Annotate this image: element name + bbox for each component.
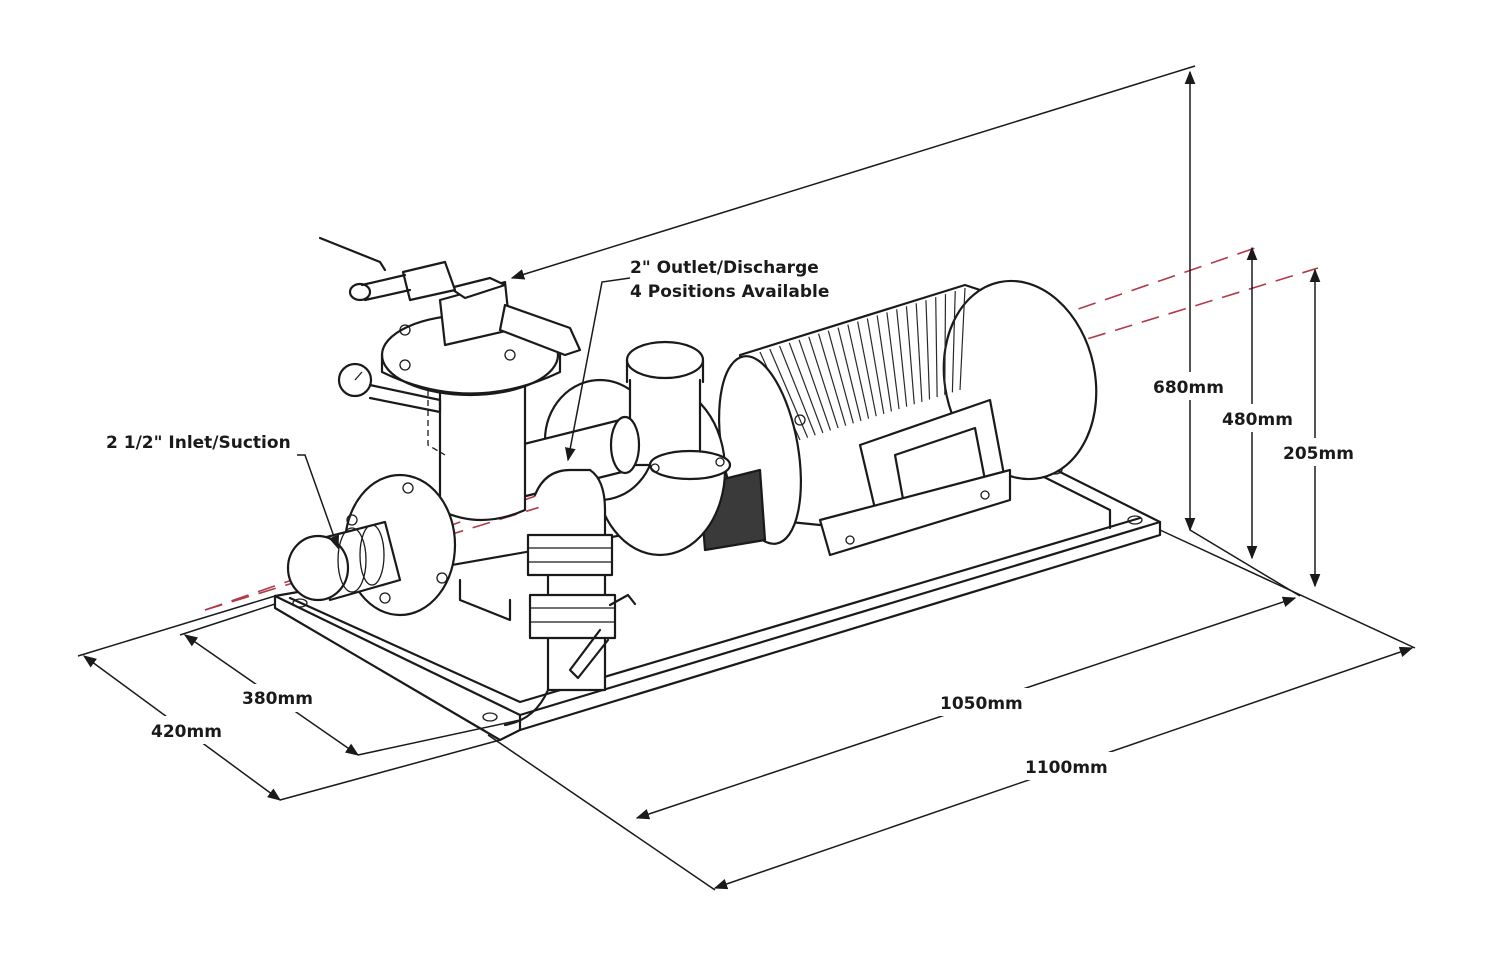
motor-fin bbox=[798, 339, 832, 431]
motor-fin bbox=[886, 312, 900, 410]
motor-fin bbox=[857, 321, 877, 417]
discharge-riser-top bbox=[625, 340, 705, 380]
text-labels: 2" Outlet/Discharge 4 Positions Availabl… bbox=[106, 258, 1354, 778]
motor-fin bbox=[959, 287, 966, 391]
motor-fin bbox=[925, 300, 931, 400]
dim-overall-height: 680mm bbox=[1153, 378, 1224, 398]
union-upper bbox=[526, 533, 614, 577]
motor-fin bbox=[769, 348, 809, 438]
motor-fin bbox=[935, 297, 938, 398]
inlet-flange-bolt bbox=[436, 572, 448, 584]
strainer-lid-rim bbox=[380, 353, 562, 395]
motor-fin bbox=[866, 318, 885, 414]
electric-motor bbox=[698, 279, 1098, 557]
label-bg bbox=[148, 716, 232, 744]
motor-fin bbox=[905, 306, 915, 405]
ball-valve-handle bbox=[318, 236, 387, 272]
dim-outer-width: 420mm bbox=[151, 722, 222, 742]
dim-outer-length: 1100mm bbox=[1025, 758, 1108, 778]
dim-inlet-height: 205mm bbox=[1283, 444, 1354, 464]
inlet-camlock-mouth bbox=[286, 534, 350, 602]
motor-fin bbox=[847, 324, 870, 419]
lid-bolt bbox=[399, 359, 411, 371]
base-frame-front-lip bbox=[273, 594, 522, 742]
flange-bolt bbox=[650, 463, 660, 473]
motor-cooling-fins bbox=[759, 287, 966, 441]
dim-inner-width: 380mm bbox=[242, 689, 313, 709]
flange-bolt bbox=[715, 457, 725, 467]
label-bg bbox=[1218, 404, 1302, 432]
motor-bolt bbox=[980, 490, 990, 500]
lid-bolt bbox=[399, 324, 411, 336]
lid-nut bbox=[448, 276, 507, 300]
valve-outlet bbox=[348, 282, 372, 302]
dim-outlet-height: 480mm bbox=[1222, 410, 1293, 430]
inlet-support-bracket bbox=[458, 578, 512, 622]
mount-hole bbox=[482, 712, 498, 722]
extension-line-front-inner bbox=[179, 603, 276, 636]
inlet-flange-bolt bbox=[379, 592, 391, 604]
inlet-flange-bolt bbox=[402, 482, 414, 494]
inlet-leader-line bbox=[297, 454, 340, 550]
outlet-label-line2: 4 Positions Available bbox=[630, 282, 829, 302]
motor-fin bbox=[827, 330, 854, 424]
motor-fin bbox=[817, 333, 847, 426]
callout-leaders bbox=[297, 277, 631, 550]
lid-valve-body bbox=[498, 303, 582, 357]
motor-bolt bbox=[794, 414, 806, 426]
extension-line-rear-inner bbox=[1189, 529, 1301, 597]
mount-hole bbox=[1127, 515, 1143, 525]
riser-flange bbox=[648, 449, 732, 481]
front-suction-pipe bbox=[503, 468, 637, 727]
motor-fin bbox=[788, 342, 824, 434]
label-bg bbox=[1020, 752, 1120, 780]
strainer-assembly bbox=[318, 236, 582, 522]
mount-hole bbox=[292, 598, 308, 608]
motor-fin bbox=[951, 291, 956, 393]
label-bg bbox=[238, 684, 322, 712]
label-bg bbox=[1150, 372, 1230, 400]
inlet-ring bbox=[359, 524, 385, 586]
inlet-ring bbox=[337, 527, 367, 593]
gauge-pipe bbox=[368, 383, 442, 414]
label-bg bbox=[1280, 438, 1362, 466]
dim-inner-length: 1050mm bbox=[940, 694, 1023, 714]
extension-line-length bbox=[487, 734, 716, 891]
union-threads bbox=[528, 547, 615, 623]
overall-height-diagonal bbox=[510, 65, 1196, 280]
discharge-pipe-collar bbox=[609, 415, 641, 475]
label-bg bbox=[935, 688, 1035, 716]
extension-line-width-inner bbox=[357, 719, 521, 756]
motor-fin bbox=[808, 336, 839, 429]
outlet-leader-line bbox=[564, 277, 631, 462]
gauge-needle bbox=[354, 371, 363, 381]
motor-bolt bbox=[845, 535, 855, 545]
outlet-label-line1: 2" Outlet/Discharge bbox=[630, 258, 819, 278]
motor-fin bbox=[896, 309, 908, 407]
valve-lever-handle bbox=[568, 628, 610, 680]
extension-line-front bbox=[77, 595, 276, 657]
motor-foot bbox=[818, 468, 1012, 557]
discharge-riser-sides bbox=[625, 358, 705, 384]
inlet-flange-bolt bbox=[346, 514, 358, 526]
motor-fin bbox=[837, 327, 862, 422]
valve-pipe bbox=[360, 273, 412, 302]
motor-fin bbox=[876, 315, 893, 412]
lid-bolt bbox=[504, 349, 516, 361]
strainer-drain-tube bbox=[427, 370, 446, 456]
motor-fin bbox=[915, 303, 923, 402]
motor-fin bbox=[778, 345, 816, 436]
pipe-elbow-bottom bbox=[503, 688, 550, 727]
motor-fin bbox=[944, 294, 947, 395]
ball-valve bbox=[401, 260, 457, 302]
union-lower bbox=[528, 593, 617, 640]
valve-lever-pivot bbox=[608, 593, 637, 607]
base-frame-inner-edge bbox=[288, 516, 1142, 704]
inlet-label: 2 1/2" Inlet/Suction bbox=[106, 433, 291, 453]
extension-line-width-outer bbox=[279, 739, 501, 801]
